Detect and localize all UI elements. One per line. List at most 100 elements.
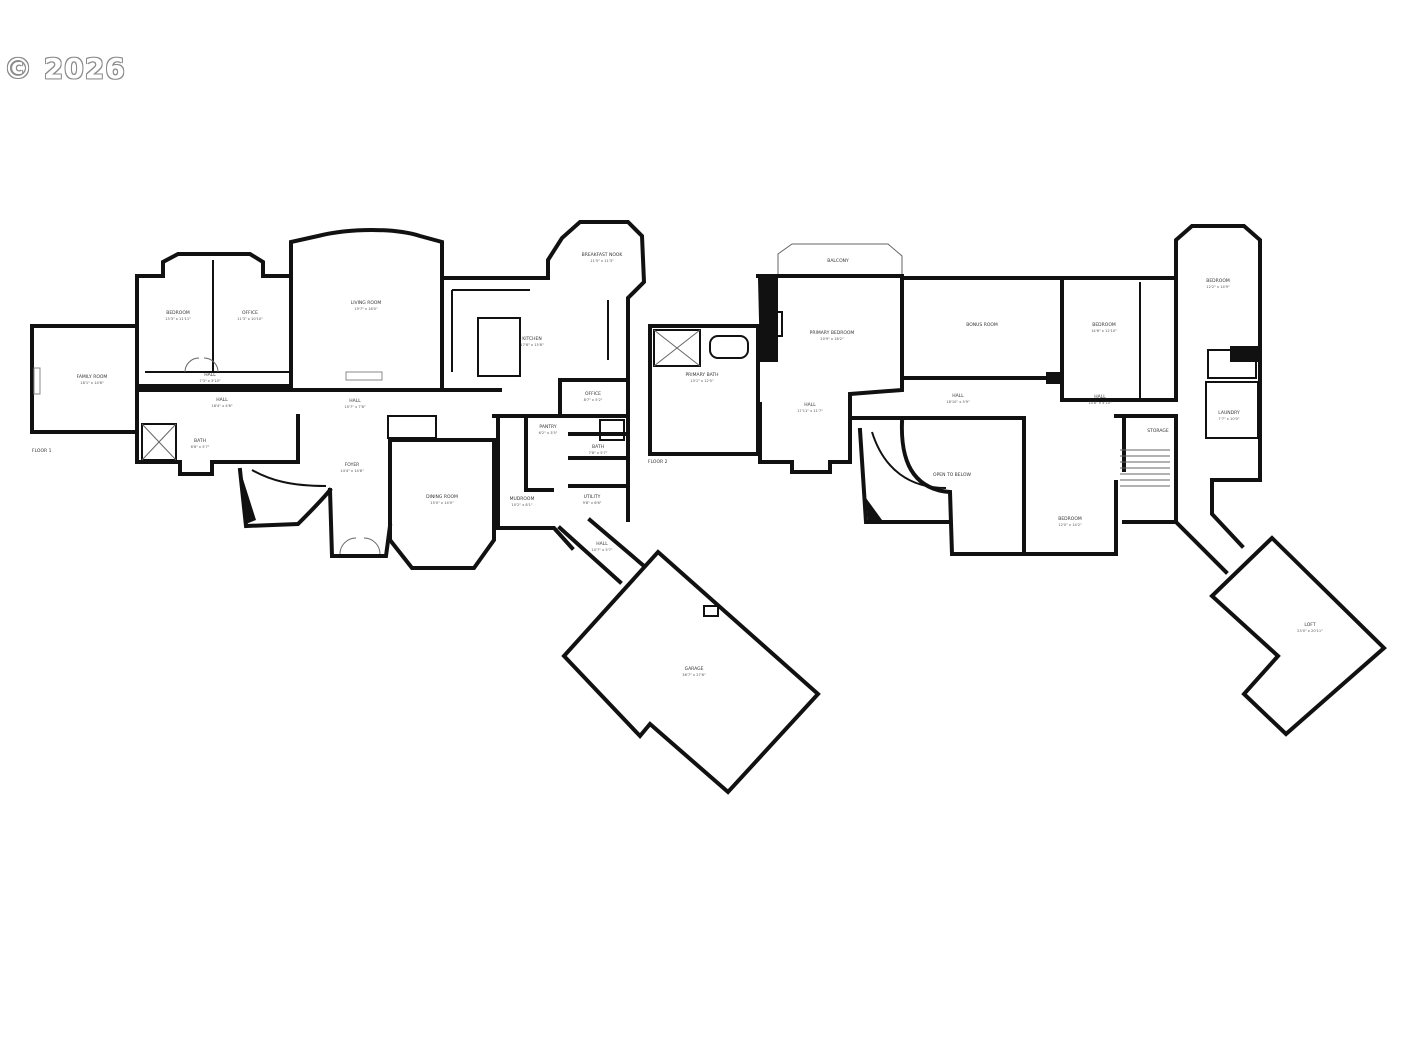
entry-doors bbox=[339, 537, 381, 555]
svg-text:BALCONY: BALCONY bbox=[827, 258, 849, 264]
stair-solid bbox=[242, 476, 256, 524]
svg-text:HALL: HALL bbox=[216, 397, 228, 403]
svg-text:HALL: HALL bbox=[1094, 394, 1106, 400]
svg-text:OFFICE: OFFICE bbox=[242, 310, 258, 316]
solid-wall bbox=[1230, 346, 1258, 362]
dining-room-walls bbox=[388, 438, 496, 570]
svg-text:KITCHEN: KITCHEN bbox=[522, 336, 542, 342]
stair-wall bbox=[857, 427, 952, 524]
svg-text:LOFT: LOFT bbox=[1304, 622, 1315, 628]
stair-wall bbox=[237, 467, 333, 529]
svg-text:MUDROOM: MUDROOM bbox=[510, 496, 535, 502]
svg-text:LAUNDRY: LAUNDRY bbox=[1218, 410, 1240, 416]
floor-2-plan: FLOOR 2 bbox=[648, 224, 1387, 737]
svg-text:FAMILY ROOM: FAMILY ROOM bbox=[77, 374, 108, 380]
svg-text:BEDROOM: BEDROOM bbox=[166, 310, 190, 316]
floor-2-label: FLOOR 2 bbox=[648, 459, 668, 465]
door-swing bbox=[203, 357, 219, 373]
kitchen-island bbox=[477, 317, 521, 377]
room-storage: STORAGE bbox=[1147, 428, 1169, 434]
shower bbox=[599, 419, 625, 441]
room-open-to-below: OPEN TO BELOW bbox=[933, 472, 971, 478]
svg-text:15'0" x 14'0": 15'0" x 14'0" bbox=[430, 501, 454, 505]
chimney bbox=[758, 278, 778, 362]
loft-walls bbox=[1209, 535, 1387, 737]
hall-walls bbox=[848, 416, 1126, 556]
svg-text:BREAKFAST NOOK: BREAKFAST NOOK bbox=[582, 252, 624, 258]
lower-bedroom-walls bbox=[1114, 414, 1178, 524]
svg-text:12'2" x 14'9": 12'2" x 14'9" bbox=[1206, 285, 1230, 289]
svg-text:6'8" x 5'7": 6'8" x 5'7" bbox=[191, 445, 210, 449]
service-walls bbox=[492, 378, 630, 551]
svg-text:7'8" x 5'7": 7'8" x 5'7" bbox=[589, 451, 608, 455]
svg-text:HALL: HALL bbox=[349, 398, 361, 404]
svg-text:OFFICE: OFFICE bbox=[585, 391, 601, 397]
closet bbox=[1207, 349, 1257, 379]
svg-text:6'2" x 3'5": 6'2" x 3'5" bbox=[539, 431, 558, 435]
svg-text:10'2" x 8'1": 10'2" x 8'1" bbox=[511, 503, 532, 507]
svg-text:STORAGE: STORAGE bbox=[1147, 428, 1169, 434]
copyright-watermark: © 2026 bbox=[4, 52, 126, 85]
shower bbox=[653, 329, 701, 367]
floor-1-label: FLOOR 1 bbox=[32, 448, 52, 454]
svg-text:FOYER: FOYER bbox=[345, 462, 360, 468]
svg-text:11'3" x 10'10": 11'3" x 10'10" bbox=[237, 317, 263, 321]
shower-x bbox=[141, 423, 177, 461]
window bbox=[33, 367, 41, 395]
svg-text:PRIMARY BATH: PRIMARY BATH bbox=[685, 372, 718, 378]
kitchen-walls bbox=[440, 220, 647, 522]
room-balcony: BALCONY bbox=[827, 258, 849, 264]
svg-text:PANTRY: PANTRY bbox=[539, 424, 556, 430]
door-swing bbox=[184, 357, 200, 373]
fireplace bbox=[345, 371, 383, 381]
svg-text:BATH: BATH bbox=[194, 438, 206, 444]
svg-text:18'1" x 14'8": 18'1" x 14'8" bbox=[80, 381, 104, 385]
open-to-below-wall bbox=[899, 419, 1026, 556]
svg-text:BATH: BATH bbox=[592, 444, 604, 450]
loft-hall-wall bbox=[1173, 519, 1229, 575]
svg-text:7'3" x 3'10": 7'3" x 3'10" bbox=[199, 379, 220, 383]
svg-text:17'8" x 15'8": 17'8" x 15'8" bbox=[520, 343, 544, 347]
fireplace bbox=[761, 311, 783, 337]
svg-text:14'4" x 14'8": 14'4" x 14'8" bbox=[340, 469, 364, 473]
post bbox=[1046, 372, 1060, 384]
primary-bath-walls bbox=[648, 324, 760, 456]
svg-text:9'8" x 6'6": 9'8" x 6'6" bbox=[583, 501, 602, 505]
svg-text:DINING ROOM: DINING ROOM bbox=[426, 494, 458, 500]
svg-text:13'3" x 11'11": 13'3" x 11'11" bbox=[165, 317, 191, 321]
svg-text:BEDROOM: BEDROOM bbox=[1206, 278, 1230, 284]
svg-text:LIVING ROOM: LIVING ROOM bbox=[351, 300, 382, 306]
svg-text:19'7" x 18'0": 19'7" x 18'0" bbox=[354, 307, 378, 311]
svg-text:HALL: HALL bbox=[952, 393, 964, 399]
svg-text:PRIMARY BEDROOM: PRIMARY BEDROOM bbox=[810, 330, 855, 336]
svg-text:7'7" x 10'0": 7'7" x 10'0" bbox=[1218, 417, 1239, 421]
bathtub bbox=[709, 335, 749, 359]
entry-walls bbox=[327, 487, 393, 558]
svg-text:OPEN TO BELOW: OPEN TO BELOW bbox=[933, 472, 971, 478]
svg-text:23'0" x 20'11": 23'0" x 20'11" bbox=[1297, 629, 1323, 633]
garage-hall-walls bbox=[557, 517, 647, 585]
svg-text:18'4" x 4'8": 18'4" x 4'8" bbox=[211, 404, 232, 408]
svg-text:HALL: HALL bbox=[204, 372, 216, 378]
